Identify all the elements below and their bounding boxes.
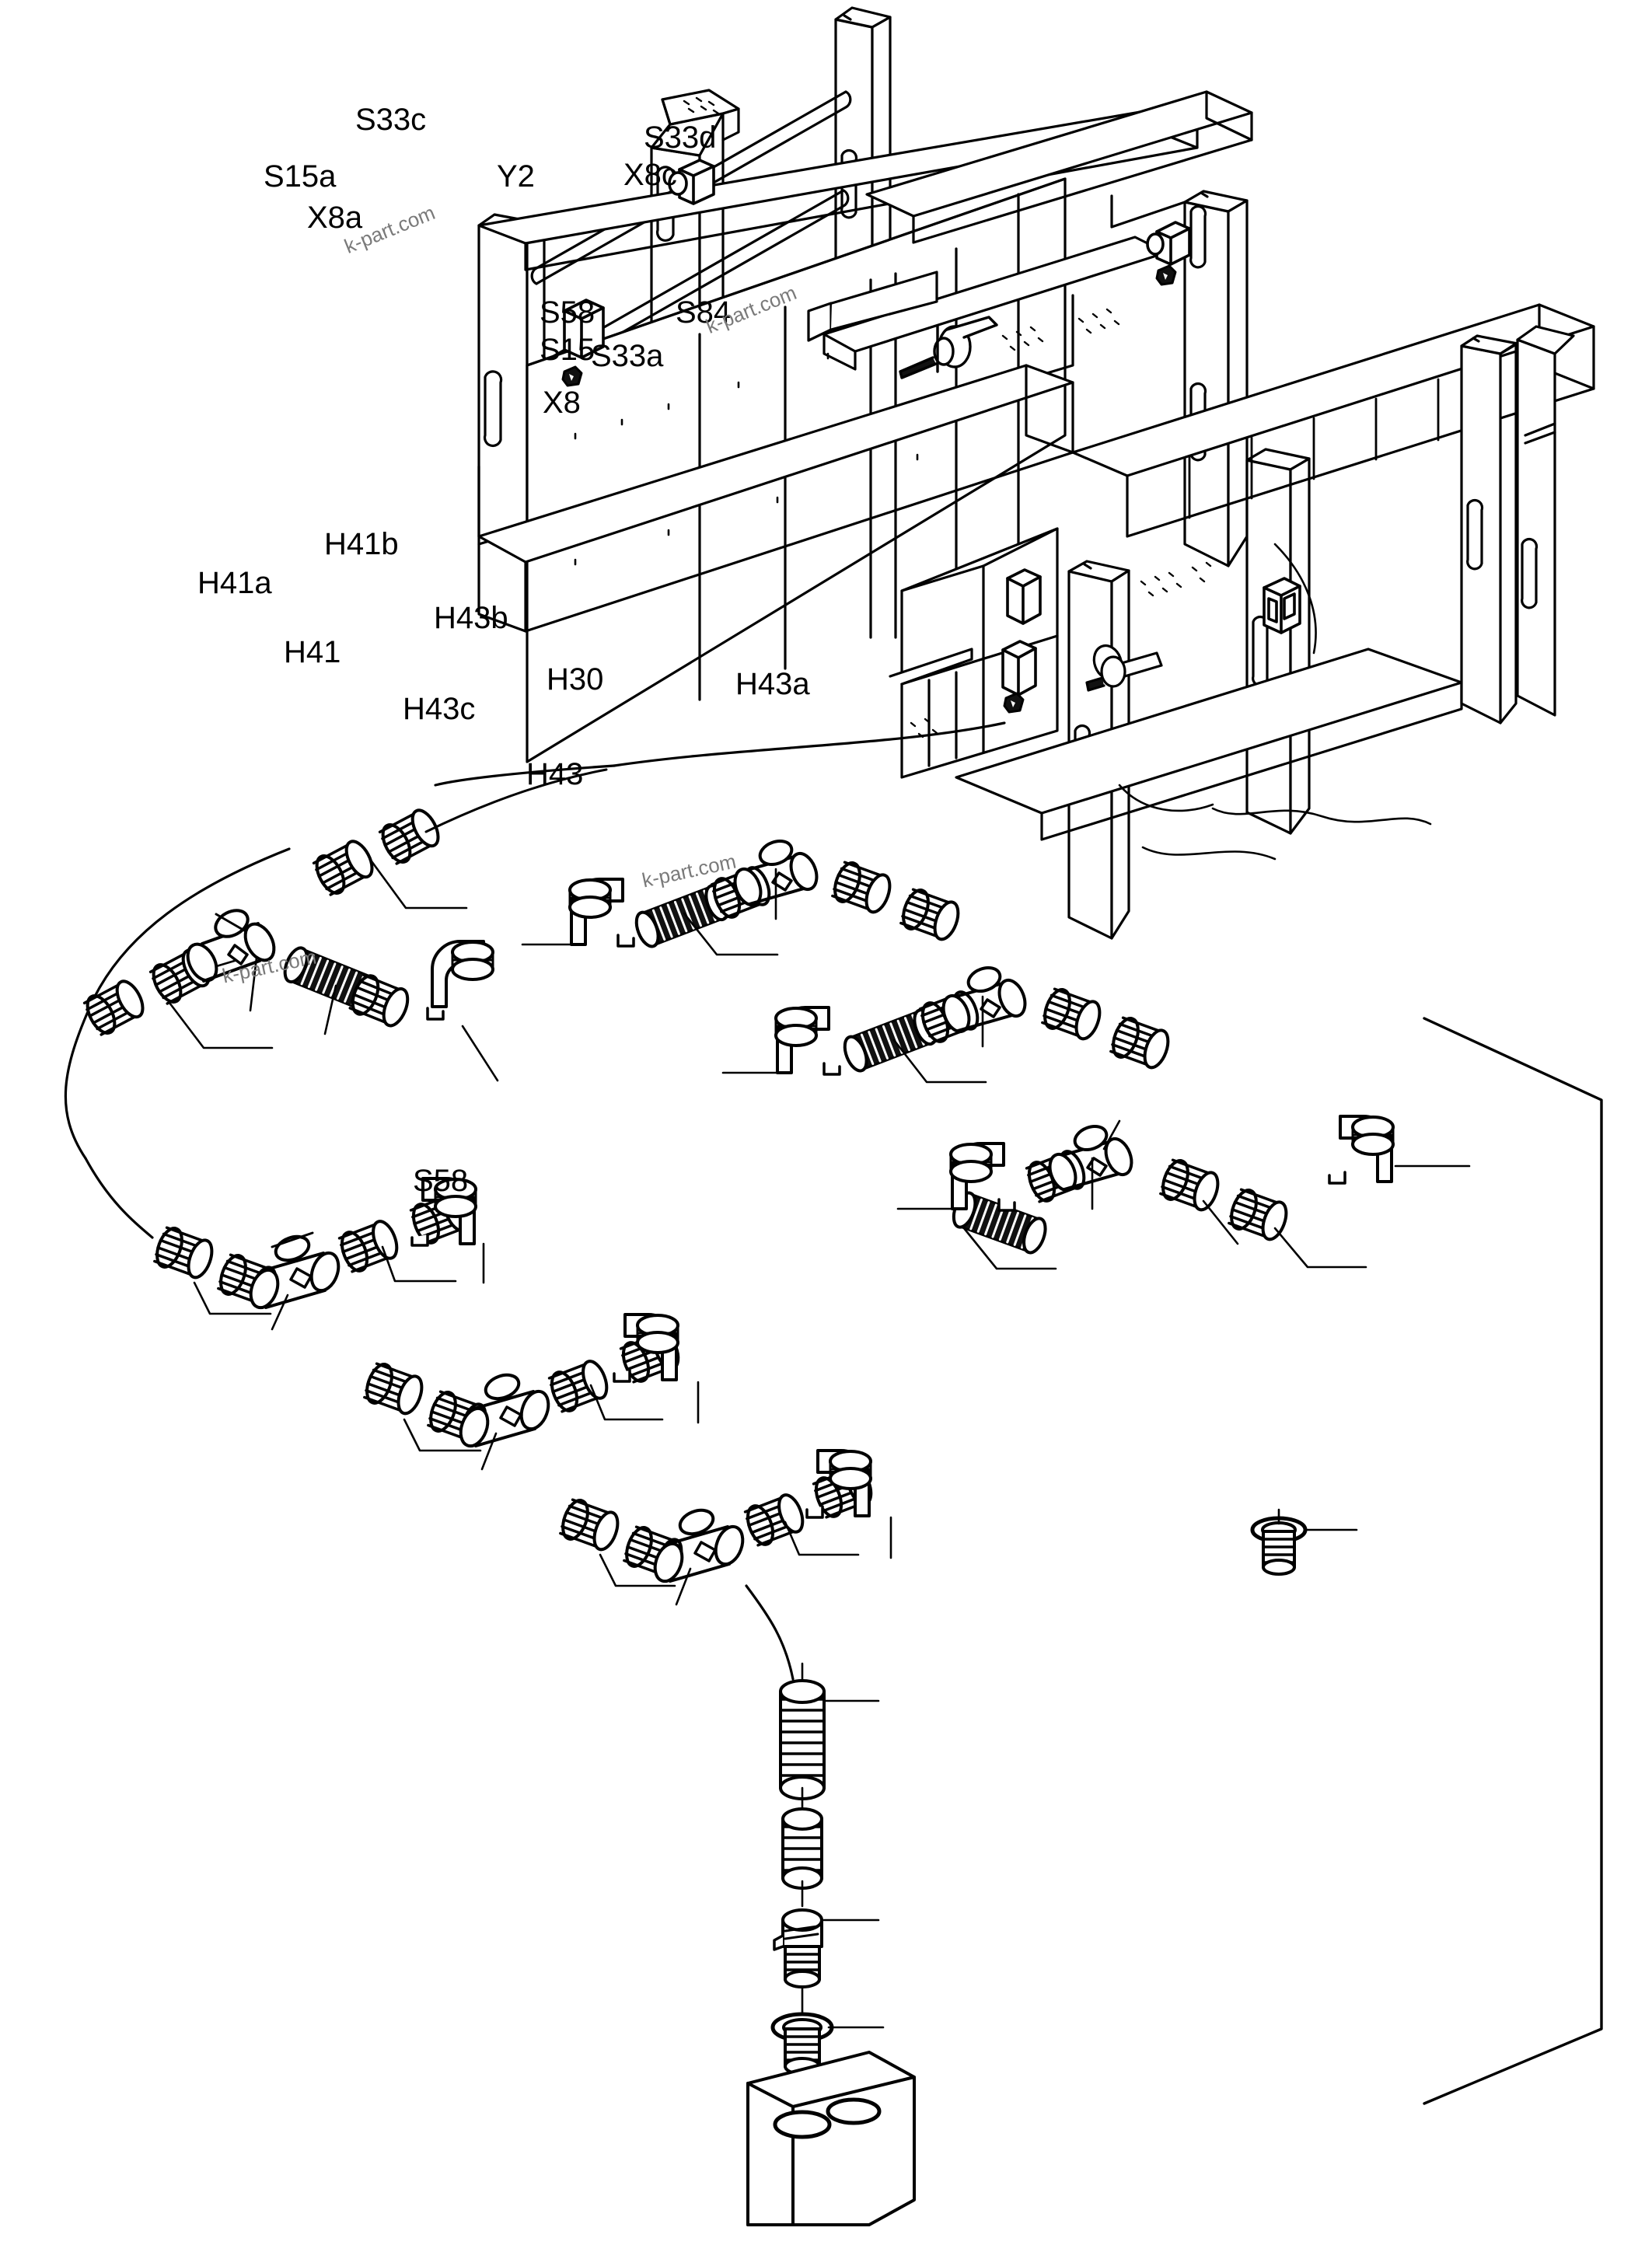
label-H30: H30 [547, 662, 604, 697]
label-S84: S84 [676, 295, 732, 330]
label-S15a: S15a [264, 159, 337, 194]
label-H41b: H41b [324, 527, 399, 561]
label-H41: H41 [284, 635, 341, 669]
machine-chassis [477, 6, 1595, 940]
label-H43: H43 [526, 757, 584, 791]
label-X8c: X8c [623, 158, 677, 192]
pump-reservoir [746, 2051, 916, 2226]
label-H43b: H43b [434, 601, 508, 635]
label-H43a: H43a [735, 667, 810, 701]
label-S33d: S33d [644, 120, 717, 155]
label-H41a: H41a [197, 566, 272, 600]
label-S33c: S33c [355, 103, 427, 137]
label-X8a: X8a [307, 201, 363, 235]
label-Y2: Y2 [497, 159, 535, 194]
label-X8: X8 [543, 386, 581, 420]
lubrication-hose-network [64, 721, 1603, 2226]
label-S58-frame: S58 [540, 295, 595, 330]
label-H43c: H43c [403, 692, 476, 726]
label-S33a: S33a [591, 339, 664, 373]
label-S58-pump: S58 [413, 1164, 469, 1198]
label-S15: S15 [540, 333, 595, 367]
